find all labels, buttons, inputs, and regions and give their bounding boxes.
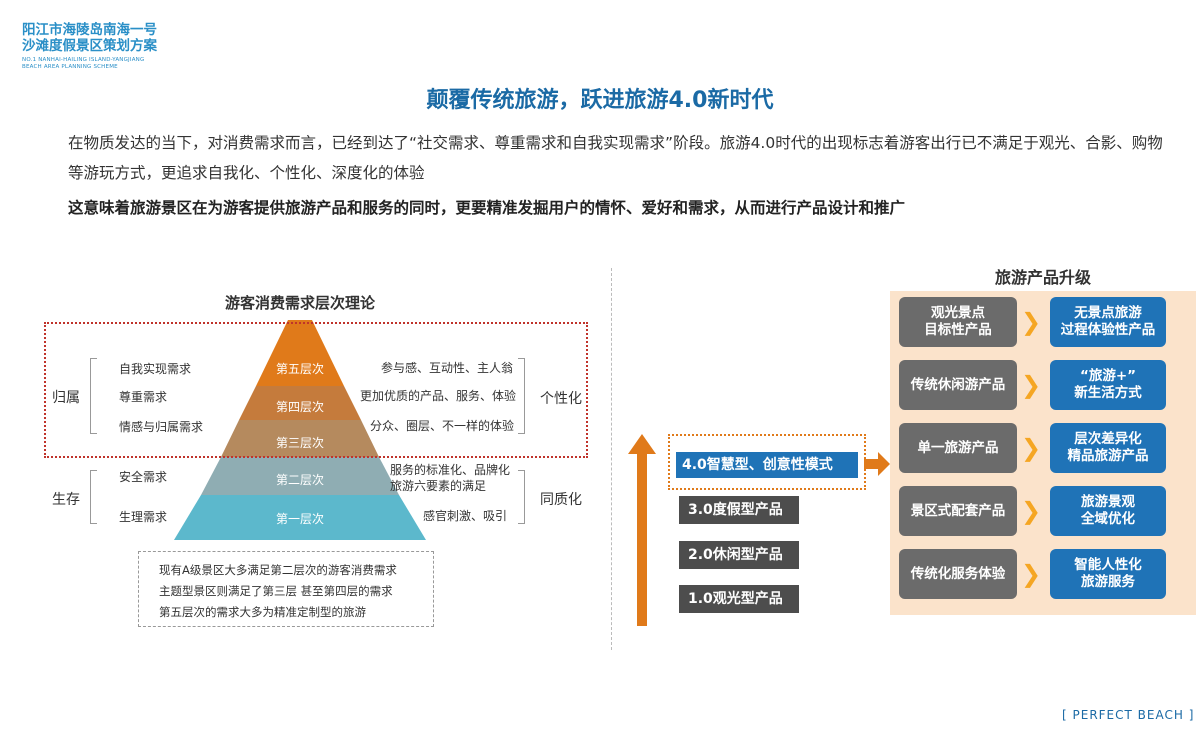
logo-subtitle: NO.1 NANHAI-HAILING ISLAND-YANGJIANG BEA… <box>22 57 144 71</box>
group-homogenization-label: 同质化 <box>540 492 582 508</box>
pyramid-layer-3 <box>221 420 379 457</box>
chevron-right-icon: ❯ <box>1021 497 1042 525</box>
upgrade-from-1-text: 观光景点 目标性产品 <box>924 305 992 338</box>
upgrade-to-3: 层次差异化 精品旅游产品 <box>1050 423 1166 473</box>
pyramid-diagram: 第五层次 第四层次 第三层次 第二层次 第一层次 <box>174 320 426 540</box>
need-belonging: 情感与归属需求 <box>119 420 204 434</box>
need-esteem: 尊重需求 <box>119 390 168 404</box>
pyramid-title: 游客消费需求层次理论 <box>224 294 375 312</box>
pyramid-layer-4 <box>239 386 361 420</box>
intro-emphasis: 这意味着旅游景区在为游客提供旅游产品和服务的同时，更要精准发掘用户的情怀、爱好和… <box>68 199 906 217</box>
upgrade-to-5: 智能人性化 旅游服务 <box>1050 549 1166 599</box>
section-divider <box>611 268 612 650</box>
pyramid-layer-5-label: 第五层次 <box>276 362 324 376</box>
up-arrow-icon <box>628 434 656 626</box>
intro-paragraph: 在物质发达的当下，对消费需求而言，已经到达了“社交需求、尊重需求和自我实现需求”… <box>68 134 1163 182</box>
pyramid-layer-3-label: 第三层次 <box>276 436 324 450</box>
page-title: 颠覆传统旅游，跃进旅游4.0新时代 <box>426 88 774 113</box>
upgrade-to-1: 无景点旅游 过程体验性产品 <box>1050 297 1166 347</box>
chevron-right-icon: ❯ <box>1021 434 1042 462</box>
pyramid-layer-2 <box>201 457 399 495</box>
pyramid-layer-1 <box>174 495 426 540</box>
level-2-label: 2.0休闲型产品 <box>679 541 799 569</box>
chevron-right-icon: ❯ <box>1021 371 1042 399</box>
logo-line-2: 沙滩度假景区策划方案 <box>22 38 157 54</box>
upgrade-from-4: 景区式配套产品 <box>899 486 1017 536</box>
pyramid-layer-2-label: 第二层次 <box>276 473 324 487</box>
group-survival-label: 生存 <box>52 492 80 508</box>
desc-layer-3: 分众、圈层、不一样的体验 <box>370 419 515 433</box>
upgrade-from-2: 传统休闲游产品 <box>899 360 1017 410</box>
logo-en-line-2: BEACH AREA PLANNING SCHEME <box>22 64 118 70</box>
right-bracket-bottom <box>518 470 525 524</box>
upgrade-from-1: 观光景点 目标性产品 <box>899 297 1017 347</box>
desc-layer-1: 感官刺激、吸引 <box>423 509 508 523</box>
belonging-highlight-box <box>44 322 588 458</box>
logo-line-1: 阳江市海陵岛南海一号 <box>22 22 157 38</box>
pyramid-note-box: 现有A级景区大多满足第二层次的游客消费需求 主题型景区则满足了第三层 甚至第四层… <box>138 551 434 627</box>
upgrade-title: 旅游产品升级 <box>994 268 1091 287</box>
note-line-1: 现有A级景区大多满足第二层次的游客消费需求 <box>159 563 397 577</box>
group-belonging-label: 归属 <box>52 390 80 406</box>
footer-brand-text: PERFECT BEACH <box>1072 708 1184 722</box>
chevron-right-icon: ❯ <box>1021 308 1042 336</box>
level-3-label: 3.0度假型产品 <box>679 496 799 524</box>
pyramid-layer-1-label: 第一层次 <box>276 512 324 526</box>
logo-en-line-1: NO.1 NANHAI-HAILING ISLAND-YANGJIANG <box>22 57 145 63</box>
upgrade-from-5: 传统化服务体验 <box>899 549 1017 599</box>
level-1-label: 1.0观光型产品 <box>679 585 799 613</box>
desc-layer-5: 参与感、互动性、主人翁 <box>381 361 514 375</box>
footer-brand: [ PERFECT BEACH ] <box>1062 708 1195 722</box>
need-safety: 安全需求 <box>119 470 168 484</box>
chevron-right-icon: ❯ <box>1021 560 1042 588</box>
right-bracket-top <box>518 358 525 434</box>
need-physiological: 生理需求 <box>119 510 168 524</box>
left-bracket-bottom <box>90 470 97 524</box>
level-4-label: 4.0智慧型、创意性模式 <box>676 452 858 478</box>
upgrade-to-4: 旅游景观 全域优化 <box>1050 486 1166 536</box>
logo-title: 阳江市海陵岛南海一号 沙滩度假景区策划方案 <box>22 22 157 54</box>
note-line-2: 主题型景区则满足了第三层 甚至第四层的需求 <box>159 584 393 598</box>
right-arrow-icon <box>864 452 890 476</box>
left-bracket-top <box>90 358 97 434</box>
note-line-3: 第五层次的需求大多为精准定制型的旅游 <box>159 605 366 619</box>
pyramid-layer-5 <box>256 320 344 386</box>
desc-layer-2-b: 旅游六要素的满足 <box>390 479 487 493</box>
upgrade-to-2: “旅游+” 新生活方式 <box>1050 360 1166 410</box>
desc-layer-2-a: 服务的标准化、品牌化 <box>390 463 511 477</box>
upgrade-from-3: 单一旅游产品 <box>899 423 1017 473</box>
pyramid-layer-4-label: 第四层次 <box>276 400 324 414</box>
need-self-actualization: 自我实现需求 <box>119 362 192 376</box>
desc-layer-4: 更加优质的产品、服务、体验 <box>360 389 517 403</box>
group-personalization-label: 个性化 <box>540 391 582 407</box>
